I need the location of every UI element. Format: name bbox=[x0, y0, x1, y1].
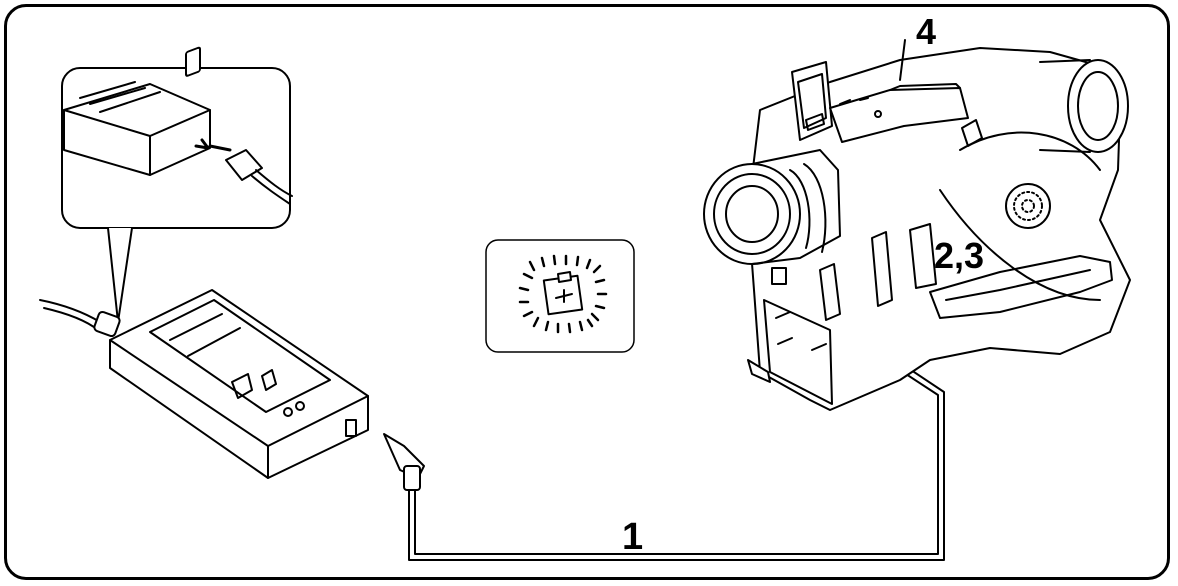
plug-inset bbox=[62, 47, 292, 322]
battery-indicator-panel bbox=[486, 240, 634, 352]
step-4-label: 4 bbox=[916, 14, 936, 50]
dc-plug-icon bbox=[384, 434, 424, 490]
step-1-label: 1 bbox=[622, 518, 643, 556]
step-2-3-label: 2,3 bbox=[934, 238, 984, 274]
camcorder bbox=[704, 40, 1130, 410]
ac-adaptor bbox=[40, 290, 368, 478]
